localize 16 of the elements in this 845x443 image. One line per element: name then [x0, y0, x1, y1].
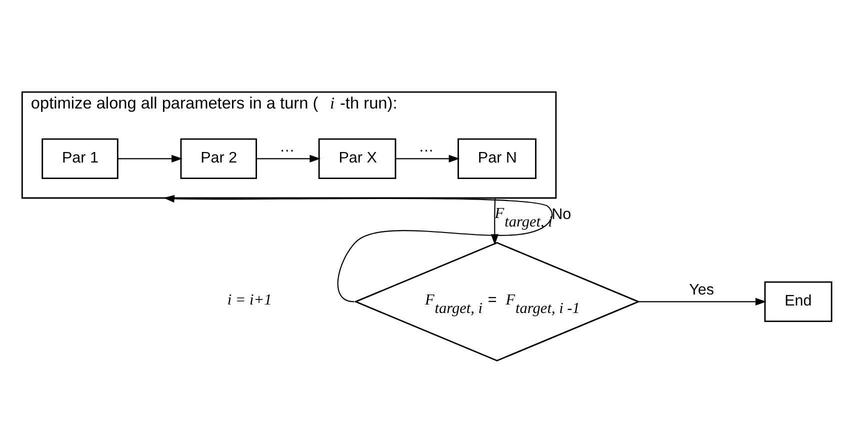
edge-label: No: [552, 205, 572, 222]
arrow: [256, 154, 321, 162]
arrow: [490, 197, 499, 245]
edge-label: …: [418, 138, 434, 155]
node-box: Par X: [318, 138, 396, 179]
label: i = i+1: [227, 291, 272, 308]
node-box: Par N: [458, 138, 536, 179]
arrow: [396, 154, 460, 162]
arrow: [638, 297, 766, 306]
edge-label: …: [280, 138, 295, 155]
arrow: [118, 154, 183, 162]
node-box: End: [764, 280, 832, 322]
arrow: [164, 194, 552, 302]
node-box: Par 1: [42, 138, 118, 179]
edge-label: Yes: [689, 280, 714, 298]
node-box: Par 2: [180, 138, 258, 179]
